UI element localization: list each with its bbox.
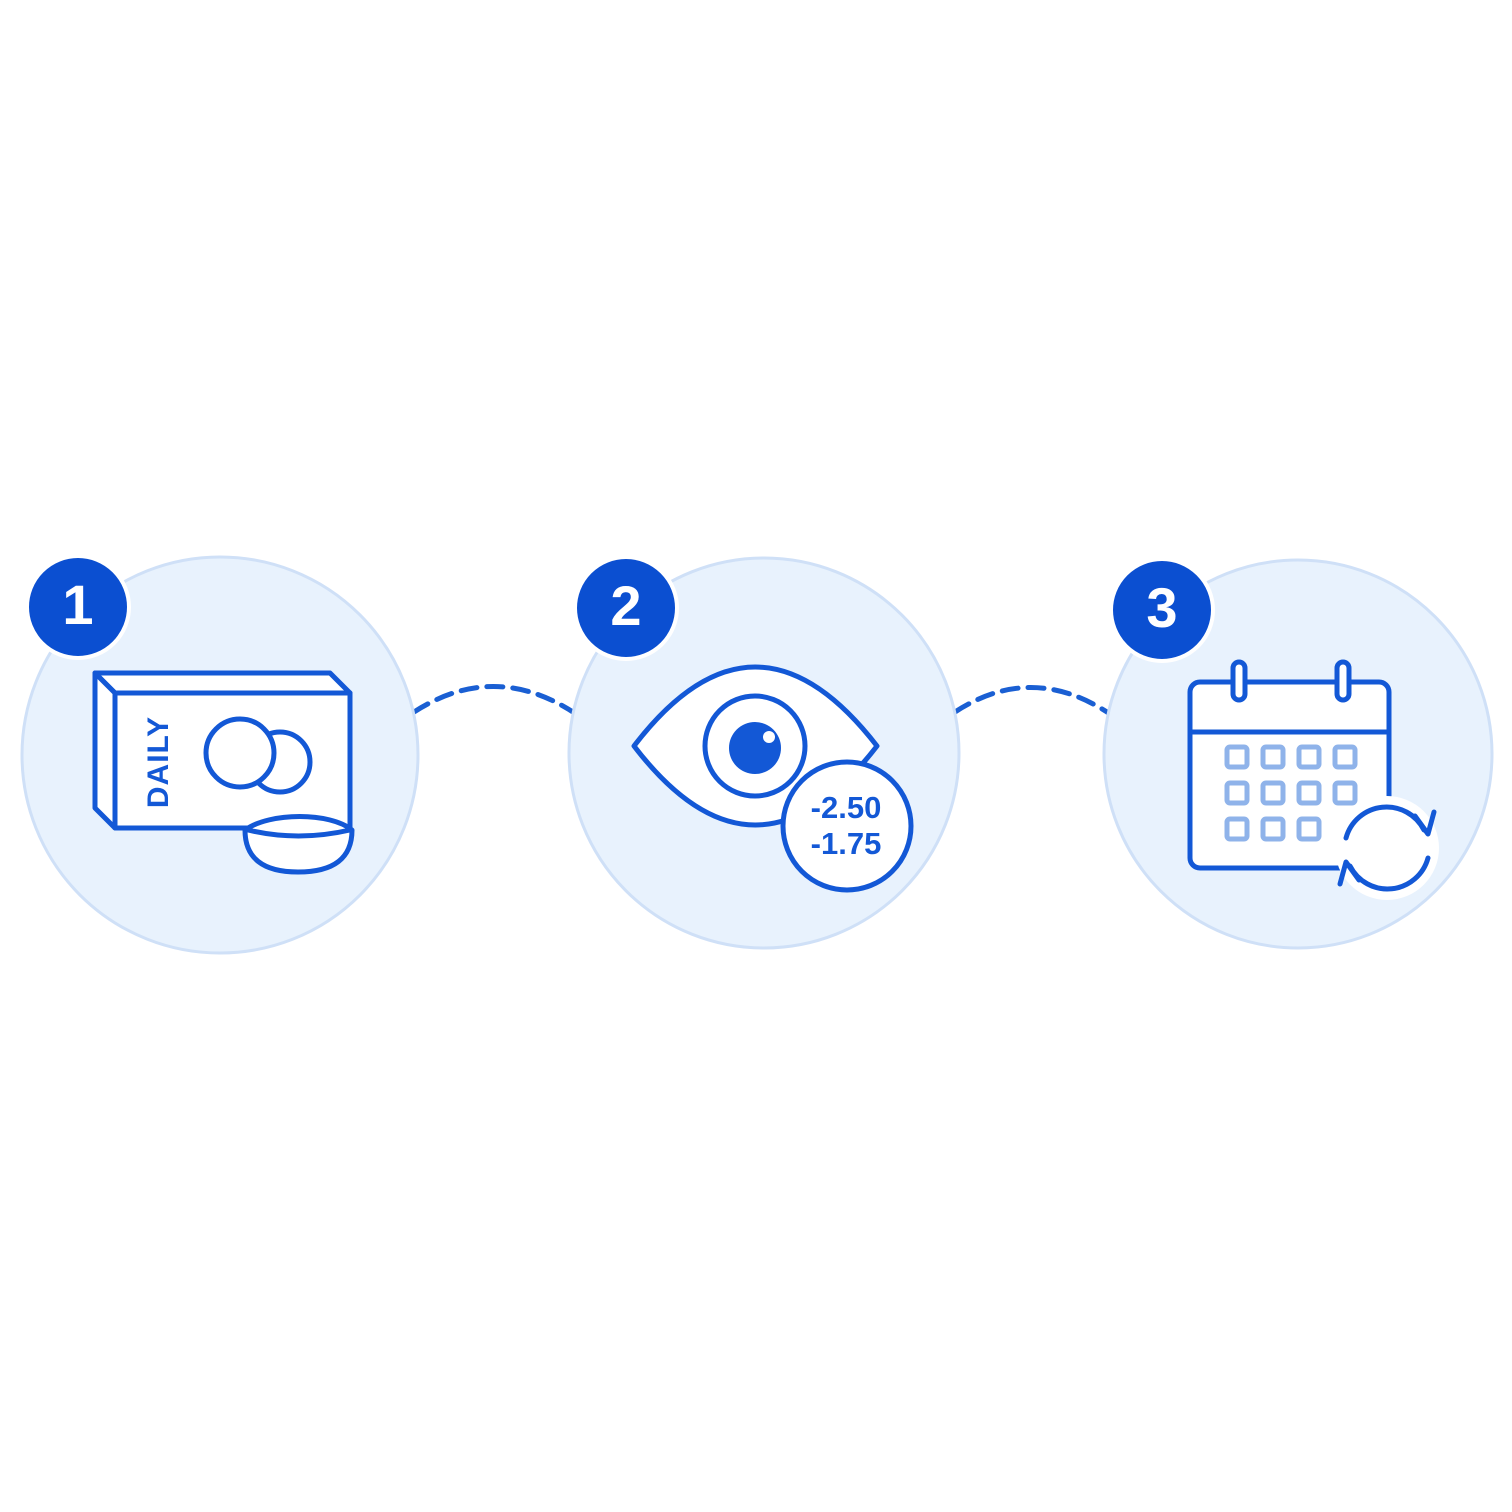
- refresh-icon: [1337, 804, 1437, 892]
- box-label: DAILY: [142, 716, 175, 808]
- daily-lens-box-icon: [92, 670, 355, 875]
- eye-prescription-icon: [631, 664, 914, 893]
- step-1-number: 1: [62, 573, 93, 636]
- connector-2-3: [952, 685, 1113, 717]
- prescription-bubble: [780, 759, 914, 893]
- step-2: -2.50 -1.75 2: [567, 555, 961, 950]
- step-2-number: 2: [610, 574, 641, 637]
- step-1: DAILY 1: [20, 554, 420, 955]
- prescription-line-1: -2.50: [811, 790, 882, 825]
- step-3: 3: [1102, 557, 1494, 950]
- step-3-number: 3: [1146, 576, 1177, 639]
- step-1-badge: 1: [25, 554, 131, 660]
- connector-1-2: [411, 684, 579, 717]
- step-2-badge: 2: [573, 555, 679, 661]
- step-3-badge: 3: [1109, 557, 1215, 663]
- calendar-refresh-icon: [1187, 659, 1439, 900]
- prescription-line-2: -1.75: [811, 826, 882, 861]
- calendar-grid: [1224, 744, 1358, 842]
